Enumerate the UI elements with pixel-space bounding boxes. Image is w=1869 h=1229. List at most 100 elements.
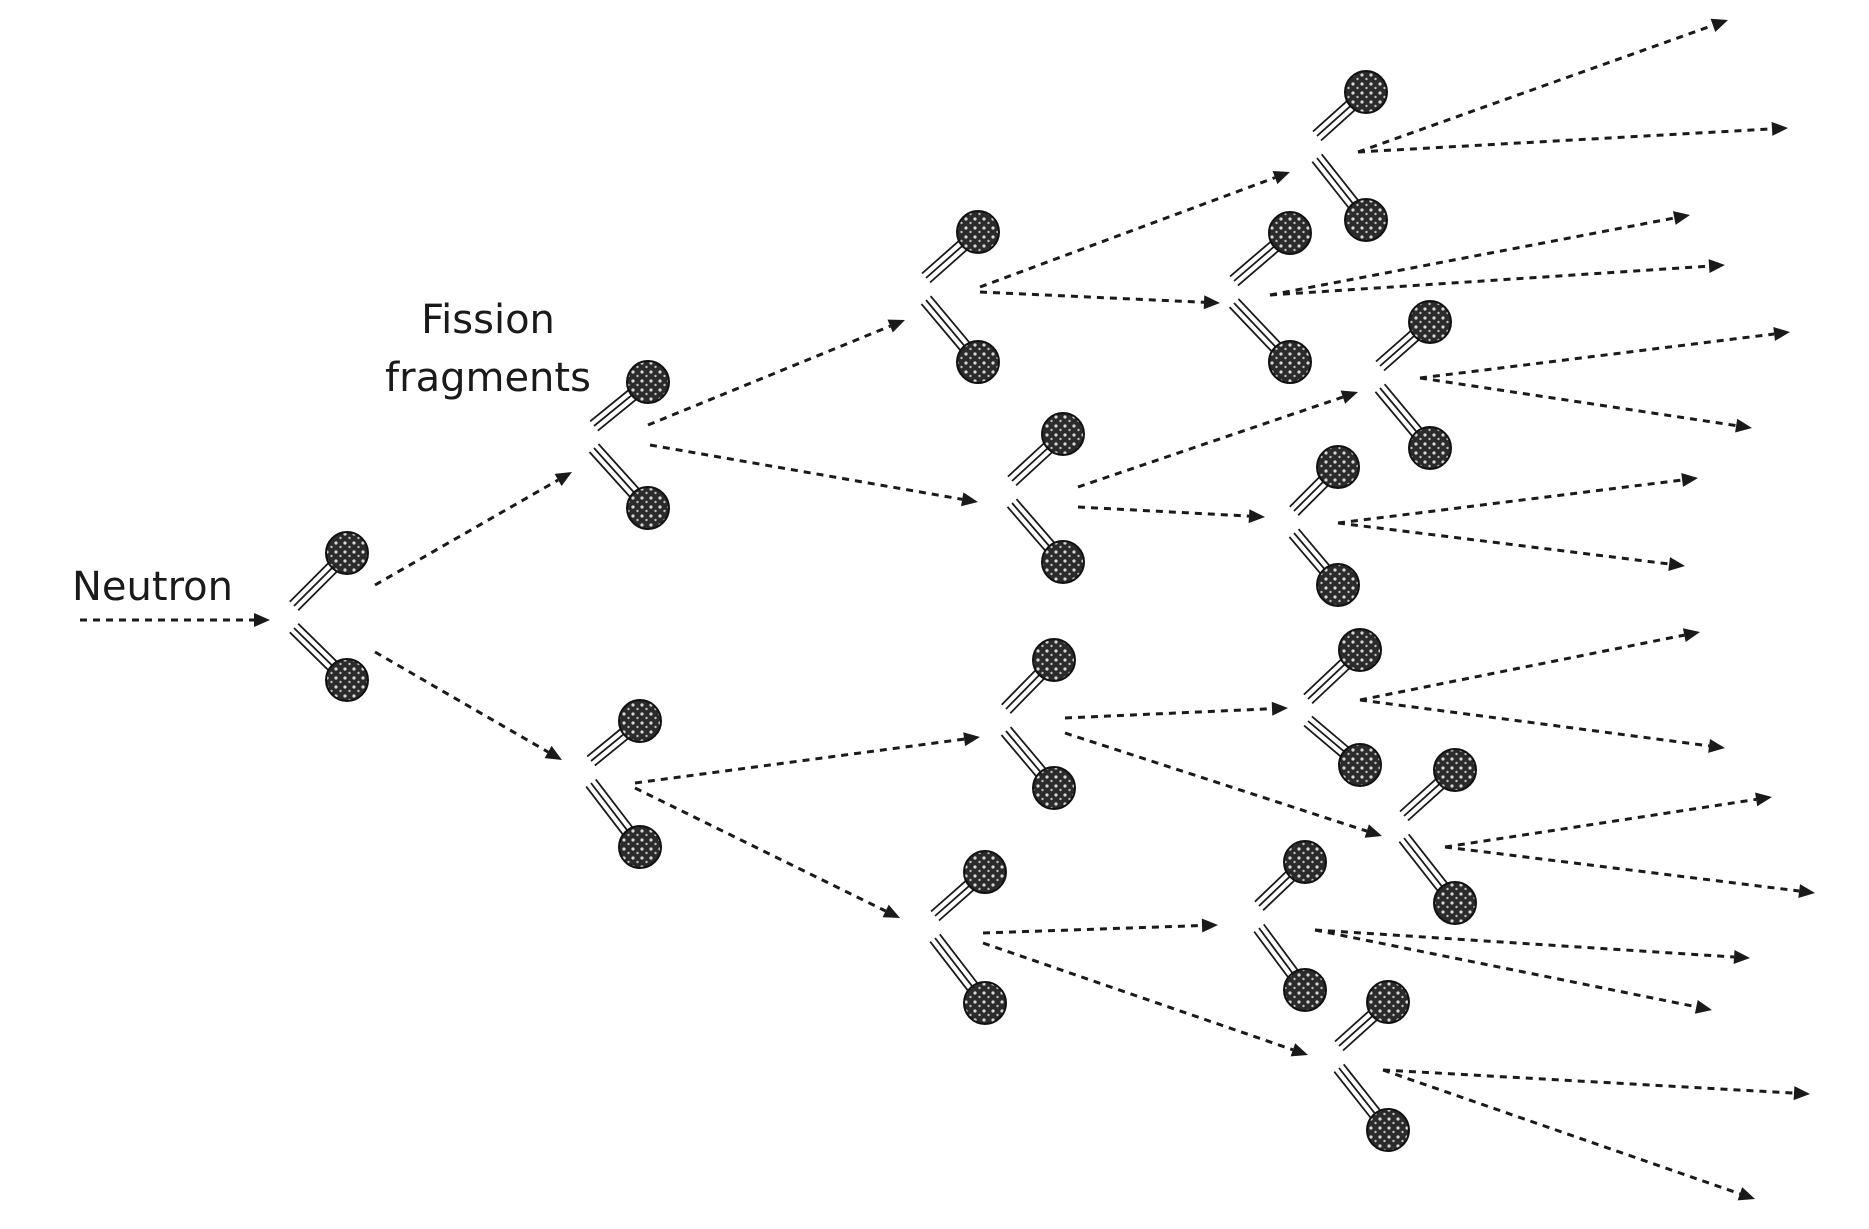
motion-trail-line [1342, 1019, 1378, 1052]
motion-trail-line [1311, 715, 1350, 749]
motion-trail-line [1288, 536, 1322, 575]
arrow-head [1755, 792, 1772, 807]
fission-fragment-lower [1288, 528, 1360, 607]
neutron-arrow [1077, 390, 1358, 489]
nucleus-fragment-ball [1268, 340, 1312, 384]
motion-trail-line [597, 443, 640, 490]
motion-trail-line [929, 249, 968, 284]
neutron-arrow [80, 613, 270, 627]
motion-trail-line [293, 627, 334, 667]
motion-trail-line [934, 884, 971, 917]
motion-trail-line [1229, 240, 1272, 278]
motion-trail-line [289, 631, 330, 671]
motion-trail-line [594, 737, 629, 767]
arrow-head [1201, 918, 1218, 933]
neutron-label: Neutron [72, 564, 233, 610]
neutron-arrow [1269, 259, 1725, 297]
arrow-head [1708, 739, 1725, 753]
fission-fragment-upper [1312, 70, 1388, 142]
fission-fragment-lower [920, 295, 1000, 384]
neutron-arrow [634, 786, 900, 918]
motion-trail-line [1233, 245, 1276, 282]
arrow-head [1798, 884, 1815, 898]
neutron-arrow [649, 443, 978, 507]
nucleus-fragment-ball [626, 486, 670, 530]
neutron-arrow [1444, 792, 1772, 849]
neutron-arrows [80, 18, 1815, 1201]
neutron-arrow [982, 918, 1218, 935]
fission-fragment-lower [1303, 715, 1382, 787]
motion-trail-line [1303, 658, 1342, 696]
motion-trail-line [1297, 528, 1331, 567]
motion-trail-line [588, 451, 631, 498]
neutron-arrow [1269, 211, 1690, 297]
motion-trail-line [1233, 302, 1277, 349]
motion-trail-line [1297, 484, 1329, 516]
nucleus-fragment-ball [1433, 881, 1477, 925]
nucleus-fragment-ball [1366, 980, 1410, 1024]
arrow-head [1694, 1000, 1712, 1014]
fission-fragment-lower [1000, 726, 1076, 810]
arrow-head [1248, 509, 1265, 524]
motion-trail-line [1293, 532, 1326, 571]
arrow-head [1272, 171, 1290, 185]
neutron-arrow [374, 650, 562, 760]
fission-fragment-lower [1398, 833, 1477, 925]
motion-trail-line [1333, 1071, 1372, 1119]
arrow-head [1668, 557, 1685, 571]
arrow-head [1773, 327, 1790, 341]
motion-trail-line [1379, 387, 1418, 434]
arrow-head [1771, 121, 1788, 136]
neutron-arrow [1419, 376, 1752, 433]
motion-trail-line [1000, 734, 1038, 778]
motion-trail-line [1307, 663, 1347, 700]
arrow-head [554, 472, 572, 486]
fission-fragment-lower [289, 623, 369, 702]
nucleus-fragment-ball [1283, 840, 1327, 884]
arrow-head [544, 745, 562, 760]
neutron-arrow [982, 941, 1308, 1057]
neutron-arrow [1359, 628, 1700, 702]
nucleus-fragment-ball [1433, 748, 1477, 792]
motion-trail-line [1398, 841, 1439, 892]
nucleus-fragment-ball [1316, 563, 1360, 607]
fission-fragments-label-line1: Fission [421, 297, 555, 343]
fission-fragment-upper [1007, 412, 1085, 487]
neutron-arrow [1357, 18, 1728, 154]
arrow-head [1681, 473, 1698, 487]
neutron-arrow [634, 732, 980, 785]
motion-trail-line [934, 937, 974, 988]
motion-trail-line [1338, 1067, 1377, 1115]
motion-trail-line [1006, 506, 1047, 552]
nucleus-fragment-ball [1283, 968, 1327, 1012]
fission-fragment-upper [1289, 445, 1360, 516]
motion-trail-line [1383, 383, 1423, 430]
motion-trail-line [1005, 730, 1042, 774]
motion-trail-line [1237, 298, 1282, 345]
nucleus-fragment-ball [1408, 300, 1452, 344]
fission-fragment-upper [930, 850, 1007, 922]
motion-trail-line [1253, 931, 1290, 979]
motion-trail-line [1407, 787, 1445, 822]
motion-trail-line [1320, 153, 1360, 202]
fission-fragment-upper [1334, 980, 1410, 1052]
fission-fragments [289, 70, 1477, 1152]
nucleus-fragment-ball [618, 825, 662, 869]
motion-trail-line [1015, 498, 1056, 544]
motion-trail-line [921, 240, 960, 275]
nucleus-fragment-ball [1366, 1108, 1410, 1152]
arrow-head [254, 613, 270, 627]
nucleus-fragment-ball [1032, 766, 1076, 810]
motion-trail-line [585, 786, 624, 836]
motion-trail-line [1009, 726, 1047, 770]
nucleus-fragment-ball [963, 850, 1007, 894]
fission-fragment-upper [586, 699, 662, 767]
motion-trail-line [930, 880, 967, 913]
nucleus-fragment-ball [963, 981, 1007, 1025]
neutron-arrow [1064, 731, 1382, 838]
motion-trail-line [1237, 249, 1280, 287]
nucleus-fragment-ball [956, 340, 1000, 384]
motion-trail-line [1316, 157, 1355, 205]
fission-fragment-lower [929, 933, 1007, 1025]
